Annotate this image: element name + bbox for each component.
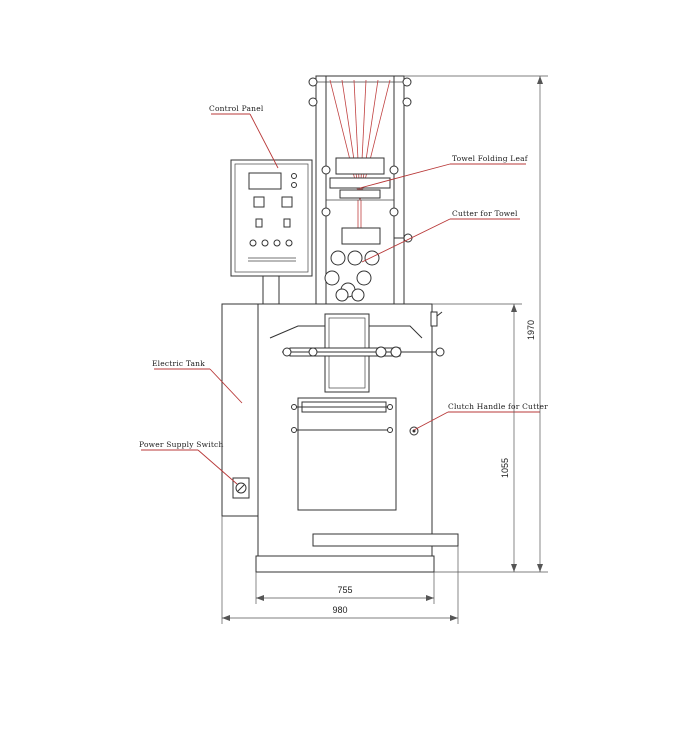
machine-body (221, 303, 459, 573)
leader-lines (141, 113, 540, 485)
dimension-lines (221, 75, 548, 624)
folding-tower (308, 75, 413, 305)
control-panel-box (230, 159, 313, 305)
label-power-supply-switch: Power Supply Switch (139, 440, 223, 449)
label-electric-tank: Electric Tank (152, 359, 205, 368)
label-clutch-handle: Clutch Handle for Cutter (448, 402, 548, 411)
dim-total-height: 1970 (526, 320, 536, 340)
dim-table-height: 1055 (500, 458, 510, 478)
label-towel-folding-leaf: Towel Folding Leaf (452, 154, 529, 163)
dim-base-width: 755 (337, 585, 352, 595)
dim-overall-width: 980 (332, 605, 347, 615)
display-window (248, 172, 282, 190)
label-cutter-for-towel: Cutter for Towel (452, 209, 518, 218)
label-control-panel: Control Panel (209, 104, 264, 113)
